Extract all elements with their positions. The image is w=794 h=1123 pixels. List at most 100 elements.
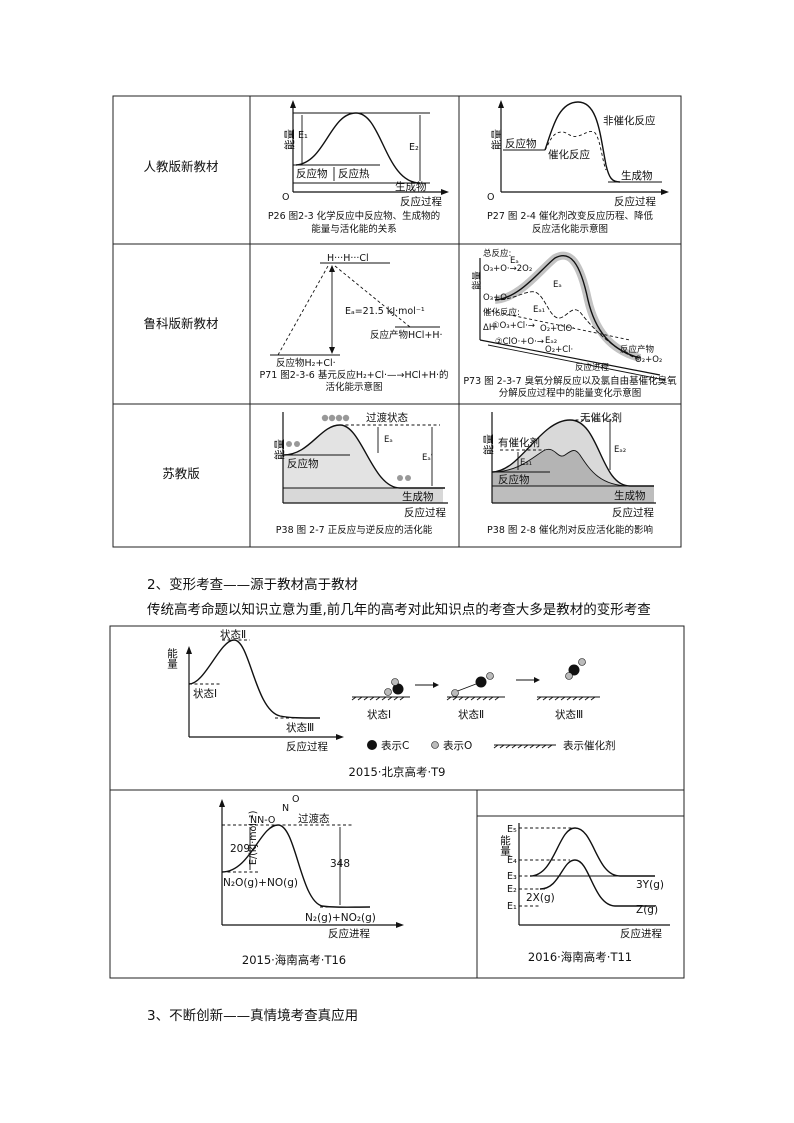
ea1-label: Eₐ₁ [533, 305, 545, 315]
scene-label-1: 状态Ⅰ [367, 708, 391, 721]
caption-line1: P73 图 2-3-7 臭氧分解反应以及氯自由基催化臭氧 [463, 375, 677, 387]
step2b-label: O₂+Cl· [545, 345, 573, 355]
value-348: 348 [330, 858, 350, 870]
molecule-label: NN-O [250, 815, 275, 826]
caption-line2: 反应活化能示意图 [532, 223, 608, 235]
step2-label: ②ClO·+O·→ [495, 337, 544, 347]
caption-line1: P27 图 2-4 催化剂改变反应历程、降低 [487, 210, 653, 222]
caption-line1: P71 图2-3-6 基元反应H₂+Cl·—→HCl+H·的 [259, 369, 448, 381]
diagram-beijing-2015: 能量 状态Ⅱ 状态Ⅰ 状态Ⅲ 反应过程 状态Ⅰ 状态Ⅱ 状态Ⅲ 表示C [166, 628, 616, 779]
diagram-hainan-2015: O N NN-O 过渡态 E/(kJ·mol⁻¹) 209 348 N₂O(g)… [219, 794, 404, 967]
caption-line2: 分解反应过程中的能量变化示意图 [499, 387, 642, 399]
reactant-label: 反应物 [287, 457, 319, 470]
product-3y: 3Y(g) [636, 879, 664, 891]
origin-label: O [282, 192, 289, 203]
product-label: 生成物 [621, 169, 653, 182]
row-label-renjiao: 人教版新教材 [143, 159, 218, 174]
x-axis-label: 反应进程 [620, 927, 662, 940]
y-axis-label: 能量 [273, 439, 286, 460]
scene-label-2: 状态Ⅱ [458, 708, 484, 721]
y-axis-label: 能量 [490, 129, 503, 150]
e1-label: E₁ [507, 901, 517, 912]
x-axis-label: 反应过程 [612, 506, 654, 519]
uncatalyzed-label: 非催化反应 [603, 114, 656, 127]
o3o-label: O₃+O· [483, 293, 510, 303]
y-axis-label: 能量 [482, 434, 495, 455]
x-axis-label: 反应过程 [404, 506, 446, 519]
x-axis-label: 反应过程 [286, 740, 328, 753]
transition-label: H···H···Cl [327, 253, 369, 264]
product-z: Z(g) [636, 904, 658, 916]
e4-label: E₄ [507, 855, 517, 866]
scene-label-3: 状态Ⅲ [555, 708, 583, 721]
total-equation: O₃+O·→2O₂ [483, 264, 532, 274]
legend-catalyst: 表示催化剂 [563, 739, 616, 752]
reactant-label: N₂O(g)+NO(g) [223, 877, 298, 889]
product-label: 反应产物HCl+H· [370, 329, 443, 341]
y-axis-label: 能量 [471, 270, 483, 290]
state3-label: 状态Ⅲ [286, 721, 314, 734]
table2-grid [109, 625, 685, 979]
molecule-top-o: O [292, 794, 299, 805]
ea-top-label: Eₐ [510, 256, 519, 266]
caption-line1: P26 图2-3 化学反应中反应物、生成物的 [268, 210, 440, 222]
ea1-label: Eₐ₁ [520, 458, 532, 468]
state2-label: 状态Ⅱ [220, 628, 246, 641]
step1-label: ①O₃+Cl·→ [492, 321, 535, 331]
reactant-label: 反应物H₂+Cl· [276, 357, 336, 369]
caption-line2: 活化能示意图 [325, 381, 382, 393]
dh-label: ΔH [483, 323, 495, 333]
section3-heading: 3、不断创新——真情境考查真应用 [147, 1008, 359, 1024]
diagram-renjiao-activation: 能量 O E₁ E₂ 反应物 反应热 生成物 反应过程 P26 图2-3 化学反… [268, 100, 449, 235]
x-axis-label: 反应过程 [400, 195, 442, 208]
diagram-sujiao-forward-reverse: 过渡状态 能量 Eₐ Eₐ′ 反应物 生成物 反应过程 P38 图 2-7 正反… [273, 411, 448, 536]
e1-label: E₁ [298, 130, 308, 141]
molecule-mid-n: N [282, 803, 289, 814]
caption-line1: P38 图 2-8 催化剂对反应活化能的影响 [487, 524, 653, 536]
product-label: 生成物 [614, 489, 646, 502]
state1-label: 状态Ⅰ [193, 687, 217, 700]
legend-oxygen: 表示O [443, 739, 472, 752]
diagram-sujiao-catalyst: 无催化剂 有催化剂 能量 Eₐ₁ Eₐ₂ 反应物 生成物 反应过程 P38 图 … [482, 411, 656, 536]
uncatalyzed-label: 无催化剂 [580, 411, 622, 424]
x-axis-label: 反应过程 [614, 195, 656, 208]
ea2-label: Eₐ₂ [545, 336, 557, 346]
diagram-hainan-2016: 能量 E₅ E₄ E₃ E₂ E₁ 3Y(g) 2X(g) Z(g) 反应进程 … [499, 823, 670, 964]
e3-label: E₃ [507, 871, 517, 882]
e2-label: E₂ [409, 142, 419, 153]
diagram-luke-elementary: H···H···Cl Eₐ=21.5 kJ·mol⁻¹ 反应产物HCl+H· 反… [259, 253, 448, 393]
reaction-heat-label: 反应热 [338, 167, 370, 180]
product-label: 生成物 [395, 180, 427, 193]
row-label-sujiao: 苏教版 [162, 466, 200, 481]
e5-label: E₅ [507, 824, 517, 835]
diagram-luke-ozone: 能量 总反应: O₃+O·→2O₂ Eₐ Eₐ O₃+O· 催化反应: Eₐ₁ … [463, 248, 677, 399]
ea2-label: Eₐ₂ [614, 445, 626, 455]
legend-carbon: 表示C [381, 739, 409, 752]
total-label: 总反应: [483, 248, 511, 259]
transition-label: 过渡态 [298, 812, 330, 825]
catalyzed-label: 有催化剂 [498, 436, 540, 449]
e2-label: E₂ [507, 884, 517, 895]
value-209: 209 [230, 843, 250, 855]
product-label: 反应产物 [620, 344, 655, 355]
product-equation: O₂+O₂ [635, 355, 662, 365]
reactant-label: 反应物 [296, 167, 328, 180]
x-axis-label: 反应进程 [328, 927, 370, 940]
ea-label: Eₐ=21.5 kJ·mol⁻¹ [345, 306, 425, 317]
caption-line1: P38 图 2-7 正反应与逆反应的活化能 [276, 524, 433, 536]
ea-label: Eₐ [384, 435, 393, 445]
y-axis-label-1: 能量 [166, 647, 178, 669]
reactant-label: 反应物 [498, 473, 530, 486]
source-label: 2015·北京高考·T9 [349, 765, 446, 779]
catalyzed-label: 催化反应: [483, 307, 520, 318]
ea-rev-label: Eₐ′ [422, 453, 433, 463]
origin-label: O [487, 192, 494, 203]
reactant-label: 反应物 [505, 137, 537, 150]
y-axis-label: 能量 [283, 129, 296, 150]
catalyzed-label: 催化反应 [548, 148, 590, 161]
source-label: 2015·海南高考·T16 [242, 953, 346, 967]
source-label: 2016·海南高考·T11 [528, 950, 632, 964]
reactant-2x: 2X(g) [526, 892, 555, 904]
transition-label: 过渡状态 [366, 411, 408, 424]
